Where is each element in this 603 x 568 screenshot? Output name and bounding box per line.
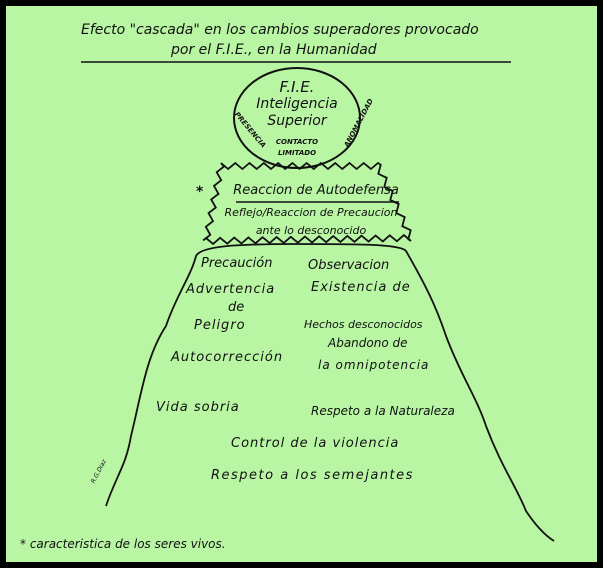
left-item-1: Precaución — [201, 256, 273, 271]
title-line-2: por el F.I.E., en la Humanidad — [171, 42, 377, 58]
left-item-5: Autocorrección — [171, 350, 284, 365]
contacto-label: CONTACTO — [275, 138, 319, 146]
left-item-4: Peligro — [194, 318, 246, 333]
inteligencia-label: Inteligencia — [256, 96, 338, 112]
right-item-2: Existencia de — [311, 280, 411, 295]
right-item-6: Respeto a la Naturaleza — [311, 404, 455, 418]
diagram-page: Efecto "cascada" en los cambios superado… — [6, 6, 597, 562]
fie-label: F.I.E. — [279, 78, 315, 96]
right-item-4: Abandono de — [328, 336, 408, 350]
left-item-6: Vida sobria — [156, 400, 240, 415]
title-line-1: Efecto "cascada" en los cambios superado… — [81, 22, 479, 38]
pyramid-outline — [105, 243, 555, 542]
center-item-2: Respeto a los semejantes — [211, 468, 414, 483]
asterisk-marker: * — [196, 184, 204, 200]
reaction-line-1: Reflejo/Reaccion de Precaucion — [224, 206, 398, 219]
diagram-shapes — [81, 61, 555, 542]
right-item-5: la omnipotencia — [318, 358, 430, 372]
reaction-wavy-box — [202, 161, 412, 246]
limitado-label: LIMITADO — [277, 149, 317, 157]
superior-label: Superior — [267, 113, 327, 129]
left-item-2: Advertencia — [186, 282, 276, 297]
right-item-3: Hechos desconocidos — [304, 318, 423, 331]
reaction-heading: Reaccion de Autodefensa — [233, 183, 399, 198]
left-item-3: de — [228, 300, 245, 315]
reaction-line-2: ante lo desconocido — [255, 224, 367, 237]
footnote: * caracteristica de los seres vivos. — [20, 537, 226, 551]
right-item-1: Observacion — [308, 258, 390, 273]
center-item-1: Control de la violencia — [231, 436, 400, 451]
